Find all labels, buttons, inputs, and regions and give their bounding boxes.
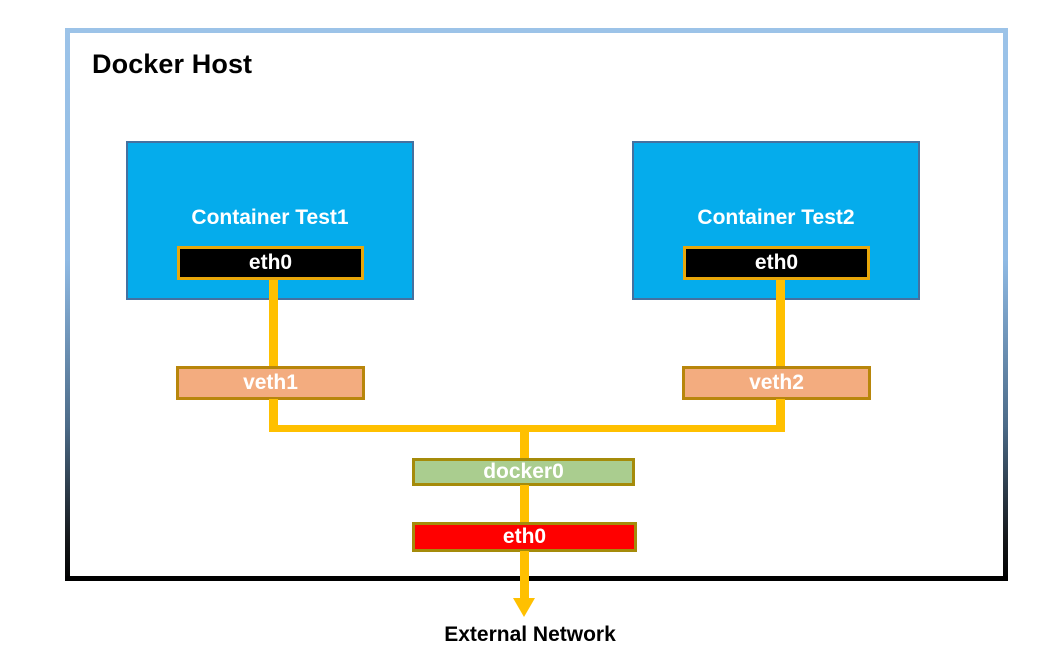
container-eth0-test2[interactable]: eth0 <box>683 246 870 280</box>
docker0-bridge-box[interactable]: docker0 <box>412 458 635 486</box>
external-network-arrow-icon <box>513 598 535 617</box>
veth2-box[interactable]: veth2 <box>682 366 871 400</box>
external-network-label: External Network <box>444 623 616 646</box>
container-label-test1: Container Test1 <box>191 206 349 229</box>
docker-host-title: Docker Host <box>92 49 253 79</box>
container-eth0-test1[interactable]: eth0 <box>177 246 364 280</box>
wire-test1-eth0-to-veth1 <box>269 280 278 368</box>
veth1-box[interactable]: veth1 <box>176 366 365 400</box>
wire-veth1-to-bus <box>269 399 278 432</box>
wire-host-eth0-to-external <box>520 551 529 602</box>
wire-veth2-to-bus <box>776 399 785 432</box>
host-eth0-box[interactable]: eth0 <box>412 522 637 552</box>
wire-test2-eth0-to-veth2 <box>776 280 785 368</box>
wire-docker0-to-host-eth0 <box>520 485 529 525</box>
docker-host-frame <box>65 28 1008 581</box>
host-frame-left-edge <box>65 28 70 581</box>
host-frame-top-edge <box>65 28 1008 33</box>
host-frame-right-edge <box>1003 28 1008 581</box>
host-frame-bottom-edge <box>65 576 1008 581</box>
wire-bus-to-docker0 <box>520 425 529 465</box>
container-label-test2: Container Test2 <box>697 206 855 229</box>
